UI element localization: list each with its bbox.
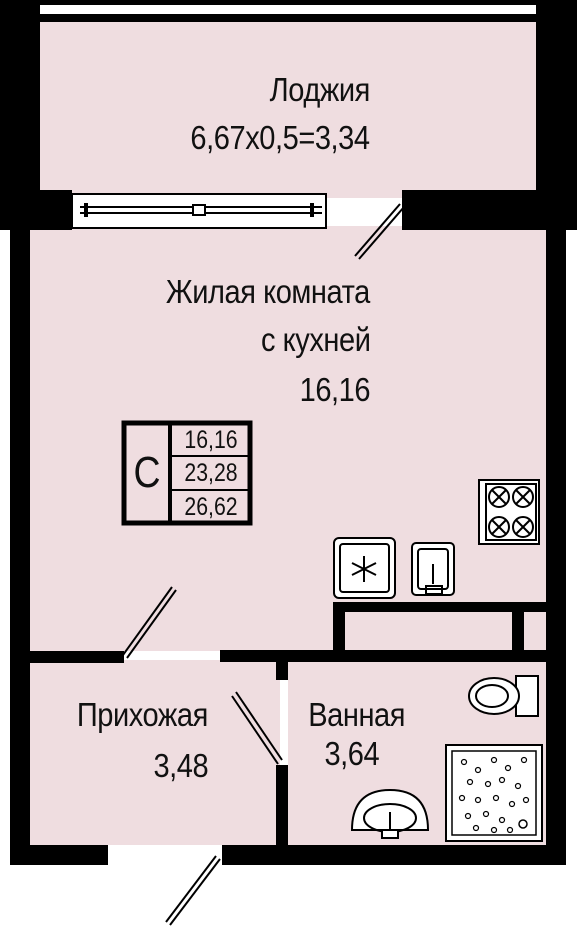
living-area: 16,16: [299, 371, 371, 408]
hallway-name: Прихожая: [76, 696, 208, 733]
bathroom-area: 3,64: [324, 735, 379, 772]
loggia-window: [71, 193, 327, 229]
living-name-line1: Жилая комната: [165, 273, 370, 310]
living-name-line2: с кухней: [260, 321, 370, 358]
bathroom-name: Ванная: [308, 696, 405, 733]
badge-letter: С: [133, 448, 161, 497]
hallway-area: 3,48: [153, 747, 208, 784]
walls: [0, 0, 577, 865]
area-badge-frame: [121, 420, 253, 526]
badge-living-area: 16,16: [184, 426, 238, 454]
fridge-icon: [333, 537, 396, 599]
shower-tray-icon: [445, 744, 543, 842]
door-swings: [122, 203, 405, 926]
badge-total-area: 23,28: [184, 459, 238, 487]
hallway-floor: [30, 660, 280, 845]
loggia-floor: [40, 22, 536, 198]
stove-icon: [478, 479, 540, 545]
toilet-icon: [468, 675, 539, 717]
loggia-area: 6,67х0,5=3,34: [190, 119, 371, 156]
washbasin-icon: [350, 788, 430, 839]
loggia-name: Лоджия: [269, 71, 371, 108]
badge-full-area: 26,62: [184, 493, 238, 521]
living-floor: [30, 226, 546, 651]
kitchen-sink-icon: [411, 542, 455, 596]
